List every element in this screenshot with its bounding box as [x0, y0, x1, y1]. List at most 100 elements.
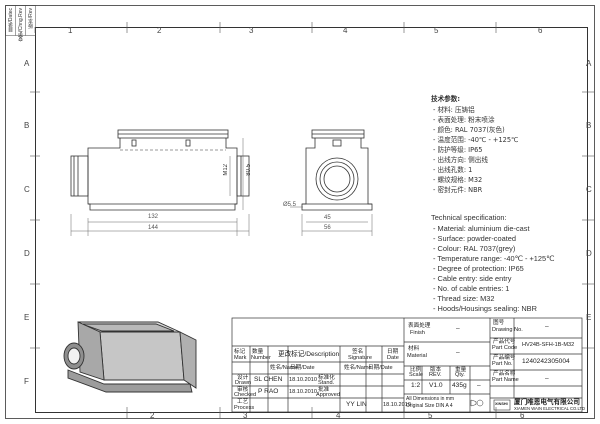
grid-row-d-left: D — [24, 249, 30, 258]
dim-side-45: 45 — [324, 215, 331, 221]
tb-date-label: 日期 — [387, 349, 399, 355]
tb-weight-label: 重量 — [455, 367, 467, 373]
spec-en-line: - Hoods/Housings sealing: NBR — [433, 304, 537, 313]
grid-row-a-left: A — [24, 59, 30, 68]
tb-drawing-no-value: – — [545, 323, 549, 330]
tb-rev-value: V1.0 — [429, 382, 443, 389]
spec-cn-line: - 温度范围: -40℃ - +125℃ — [433, 136, 519, 144]
tb-finish-value: – — [456, 325, 460, 332]
spec-cn-line: - 出线孔数: 1 — [433, 166, 473, 174]
spec-en-line: - Surface: powder-coated — [433, 234, 516, 243]
tb-checked-label: 审核 — [237, 387, 249, 393]
tb-mark-label: 标记 — [234, 349, 246, 355]
tb-stand-label: 标准化 — [318, 375, 335, 381]
corner-label-rev: 版本/Rev — [28, 8, 34, 29]
tb-number-label-en: Number — [251, 355, 271, 361]
tb-drawn-label-en: Drawn — [235, 380, 252, 386]
tb-finish-label: 表面处理 — [408, 323, 431, 329]
front-view — [70, 129, 250, 211]
tb-part-code-label-en: Part Code — [492, 345, 518, 351]
side-dimension-lines — [290, 206, 373, 236]
tb-units-note: All Dimensions in mm — [406, 396, 455, 402]
tb-material-value: – — [456, 349, 460, 356]
title-block-lines — [231, 317, 583, 413]
tb-date-col-header: 日期/Date — [290, 365, 315, 371]
tb-rev-label: 版本 — [430, 367, 442, 373]
tb-checked-label-en: Checked — [234, 392, 257, 398]
tb-scale-label-en: Scale — [409, 372, 423, 378]
tb-process-approver-date: 18.10.2010 — [383, 402, 411, 408]
front-dimension-lines — [70, 138, 250, 236]
grid-row-c-left: C — [24, 185, 30, 194]
tb-drawing-no-label-en: Drawing No. — [492, 327, 523, 333]
grid-col-1-top: 1 — [68, 26, 73, 35]
spec-cn-line: - 表面处理: 粉末喷涂 — [433, 116, 495, 124]
grid-row-b-right: B — [586, 121, 592, 130]
tb-part-no-label: 产品编号 — [493, 355, 516, 361]
grid-row-c-right: C — [586, 185, 592, 194]
company-name-en: XIAMEN WAIN ELECTRICAL CO.LTD — [514, 406, 586, 411]
tb-mark-label-en: Mark — [234, 355, 247, 361]
isometric-view — [63, 321, 197, 393]
tb-change-doc-label: 更改标记/Description — [278, 351, 340, 358]
tb-part-code-label: 产品代号 — [493, 339, 516, 345]
corner-label-box — [5, 5, 36, 36]
tb-scale-value: 1:2 — [411, 382, 421, 389]
tb-material-label: 材料 — [408, 346, 420, 352]
grid-col-2-bottom: 2 — [150, 411, 155, 420]
spec-en-line: - No. of cable entries: 1 — [433, 284, 510, 293]
tb-rev-label-en: REV. — [429, 372, 442, 378]
tb-date-label-en: Date — [387, 355, 399, 361]
grid-col-4-top: 4 — [343, 26, 348, 35]
tb-stand-label-en: Stand. — [318, 380, 335, 386]
outer-frame — [5, 5, 595, 419]
tb-finish-label-en: Finish — [410, 330, 425, 336]
dim-thread-m12: M12 — [223, 164, 229, 176]
dim-width-144: 144 — [148, 225, 159, 231]
tb-approved-label-en: Approved — [316, 392, 340, 398]
grid-col-4-bottom: 4 — [336, 411, 341, 420]
tb-name2-col-header: 姓名/Name — [344, 365, 372, 371]
spec-cn-line: - 颜色: RAL 7037(灰色) — [433, 126, 505, 134]
corner-label-date: 目录/Datec — [8, 8, 14, 33]
spec-cn-line: - 出线方向: 侧出线 — [433, 156, 488, 164]
tb-drawn-name: SL CHEN — [254, 376, 283, 383]
tb-process-label: 工艺 — [237, 399, 249, 405]
grid-row-d-right: D — [586, 249, 592, 258]
tb-signature-label-en: Signature — [348, 355, 372, 361]
grid-row-a-right: A — [586, 59, 592, 68]
tb-scale-label: 比例 — [410, 367, 422, 373]
spec-en-line: - Degree of protection: IP65 — [433, 264, 524, 273]
spec-cn-line: - 密封元件: NBR — [433, 186, 483, 194]
spec-en-title: Technical specification: — [431, 213, 507, 222]
tb-weight-label-en: Qty. — [455, 372, 465, 378]
grid-row-f-left: F — [24, 377, 29, 386]
spec-cn-line: - 材料: 压铸铝 — [433, 106, 475, 114]
spec-en-line: - Material: aluminium die-cast — [433, 224, 530, 233]
tb-number-label: 数量 — [252, 349, 264, 355]
grid-col-6-bottom: 6 — [520, 411, 525, 420]
grid-col-6-top: 6 — [538, 26, 543, 35]
tb-date2-col-header: 日期/Date — [368, 365, 393, 371]
grid-col-3-top: 3 — [249, 26, 254, 35]
grid-row-e-right: E — [586, 313, 592, 322]
spec-en-line: - Colour: RAL 7037(grey) — [433, 244, 516, 253]
grid-ticks — [30, 22, 594, 418]
tb-material-label-en: Material — [407, 353, 427, 359]
spec-cn-title: 技术参数: — [431, 95, 461, 103]
tb-name-col-header: 姓名/Name — [270, 365, 298, 371]
tb-part-name-label: 产品名称 — [493, 371, 516, 377]
grid-row-b-left: B — [24, 121, 30, 130]
dim-hole-diameter: Ø5.5 — [283, 202, 297, 208]
tb-checked-name: P RAO — [258, 388, 279, 395]
dim-height-80: 80.5 — [246, 164, 252, 176]
tb-process-approver-name: YY LIN — [346, 401, 367, 408]
tb-process-label-en: Process — [234, 405, 255, 411]
tb-part-no-label-en: Part No. — [492, 361, 513, 367]
tb-signature-label: 签名 — [352, 349, 364, 355]
spec-en-line: - Cable entry: side entry — [433, 274, 512, 283]
side-view — [301, 129, 373, 211]
tb-part-no-value: 1240242305004 — [522, 358, 570, 365]
corner-label-change: 变更/Chng.Rev — [18, 8, 24, 42]
company-logo-text: XINSHI — [495, 402, 508, 406]
